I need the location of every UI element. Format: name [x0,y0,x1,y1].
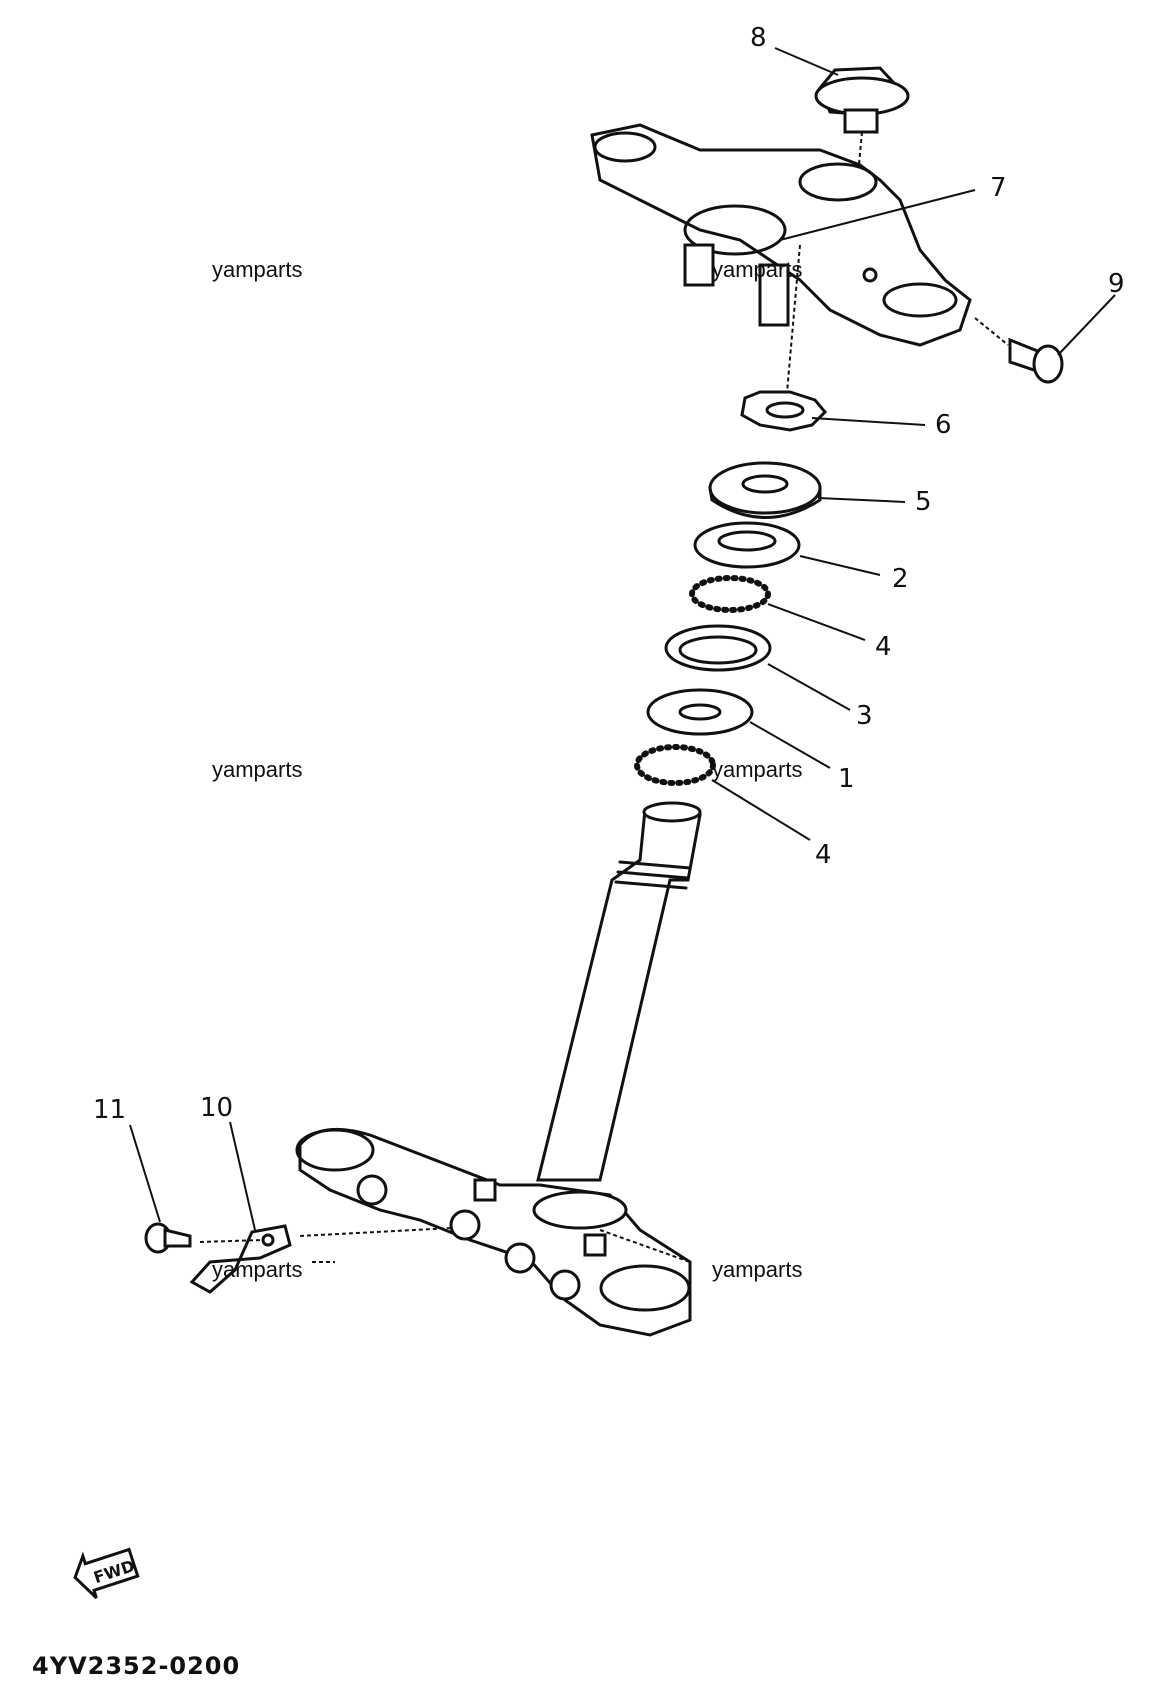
callout-2: 2 [892,564,909,594]
part-1-lower-race [646,688,754,736]
callout-4-lower: 4 [815,840,832,870]
part-5-bearing-cover [708,461,822,519]
leader-7 [779,189,976,241]
watermark: yamparts [212,757,303,782]
callout-9: 9 [1108,269,1125,299]
diagram-code: 4YV2352-0200 [32,1652,241,1680]
callout-6: 6 [935,410,952,440]
leader-11 [129,1124,161,1223]
part-10-hose-clamp [189,1224,453,1294]
part-2-upper-race [693,521,801,569]
leader-4-lower [711,779,811,841]
leader-9 [1057,294,1116,356]
leader-6 [811,417,926,426]
part-9-pinch-bolt [974,317,1064,384]
leader-5 [817,497,906,503]
fwd-arrow-icon: FWD [73,1547,140,1599]
callout-7: 7 [990,173,1007,203]
leader-4-upper [767,603,866,641]
watermark: yamparts [712,1257,803,1282]
part-4-lower-ball-bearing [634,744,716,786]
part-6-ring-nut [740,390,828,432]
leader-8 [774,47,839,76]
watermark: yamparts [712,757,803,782]
part-11-bolt [144,1222,192,1254]
callout-3: 3 [856,701,873,731]
leader-2 [799,555,881,576]
part-4-upper-ball-bearing [689,575,771,613]
leader-3 [767,663,851,711]
part-8-steering-stem-bolt [814,66,910,176]
callout-1: 1 [838,764,855,794]
watermark: yamparts [712,257,803,282]
callout-11: 11 [93,1095,126,1125]
callout-5: 5 [915,487,932,517]
leader-1 [749,721,831,769]
watermark: yamparts [212,257,303,282]
part-3-race [664,624,772,672]
leader-lines [129,47,1116,1231]
watermark: yamparts [212,1257,303,1282]
steering-stem-lower-bracket [295,801,702,1337]
part-7-upper-bracket [590,123,972,416]
leader-10 [229,1121,256,1231]
callout-4-upper: 4 [875,632,892,662]
callout-10: 10 [200,1093,233,1123]
callout-8: 8 [750,23,767,53]
